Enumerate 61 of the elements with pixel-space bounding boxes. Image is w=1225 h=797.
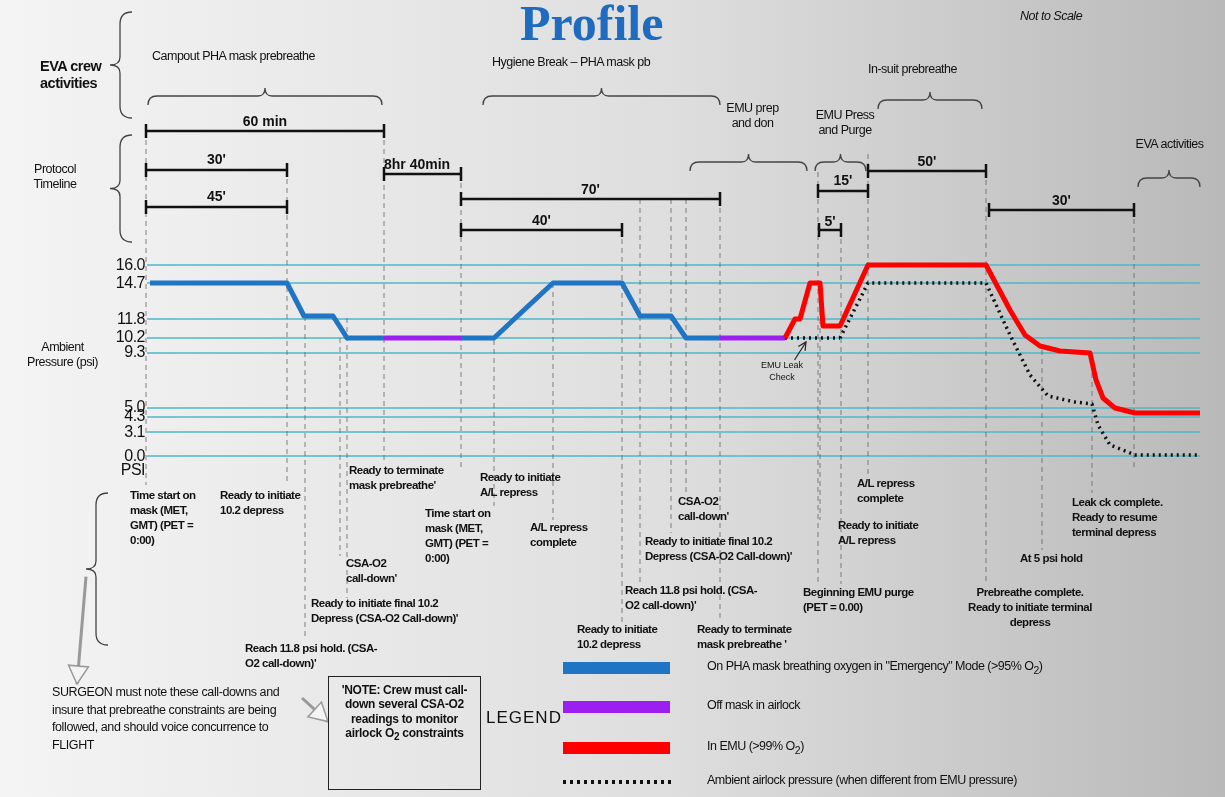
- tick-label: 0.0: [124, 448, 145, 464]
- legend-text: On PHA mask breathing oxygen in "Emergency" Mode (>95% O$_{2}$): [707, 659, 1043, 677]
- title: Profile: [520, 0, 664, 48]
- callout-text: Ready to initiate final 10.2 Depress (CSA-O2 Call-down)': [311, 596, 460, 626]
- callout-text: Beginning EMU purge (PET = 0.00): [803, 585, 915, 615]
- tick-label: 10.2: [114, 329, 145, 345]
- callout-text: A/L repress complete: [530, 520, 589, 550]
- callout-text: At 5 psi hold: [1020, 551, 1083, 566]
- callout-text: Ready to terminate mask prebreathe': [349, 463, 445, 493]
- phase-label: In-suit prebreathe: [868, 62, 957, 77]
- callout-text: CSA-O2 call-down': [346, 556, 398, 586]
- tick-label: 16.0: [114, 257, 145, 273]
- tick-label: 3.1: [123, 424, 145, 440]
- legend-text: Ambient airlock pressure (when different from EMU pressure): [707, 773, 1017, 788]
- duration-label: 30': [206, 151, 227, 168]
- callout-text: Ready to terminate mask prebreathe ': [697, 622, 793, 652]
- callout-text: Ready to initiate A/L repress: [480, 470, 562, 500]
- callout-text: Reach 11.8 psi hold. (CSA-O2 call-down)': [625, 583, 759, 613]
- callout-text: Leak ck complete. Ready to resume terminal depress: [1072, 495, 1164, 540]
- section-title: EVA crew activities: [40, 58, 103, 93]
- legend-text: In EMU (>99% O$_{2}$): [707, 739, 804, 757]
- phase-label: EMU prep and don: [725, 101, 780, 131]
- note-text: Not to Scale: [1020, 9, 1083, 24]
- legend-title: LEGEND: [486, 708, 562, 729]
- phase-label: EVA activities: [1134, 137, 1205, 152]
- legend-text: Off mask in airlock: [707, 698, 801, 713]
- callout-text: A/L repress complete: [857, 476, 916, 506]
- duration-label: 30': [1051, 192, 1072, 209]
- curly-brace: [85, 492, 109, 646]
- duration-label: 50': [916, 153, 938, 170]
- callout-text: Reach 11.8 psi hold. (CSA-O2 call-down)': [245, 641, 379, 671]
- callout-text: Time start on mask (MET, GMT) (PET = 0:00): [130, 488, 197, 548]
- hollow-arrow: [301, 696, 329, 723]
- callout-text: Ready to initiate A/L repress: [838, 518, 920, 548]
- tick-label: 9.3: [123, 344, 145, 360]
- callout-text: CSA-O2 call-down': [678, 494, 730, 524]
- callout-text: Ready to initiate final 10.2 Depress (CSA-O2 Call-down)': [645, 534, 794, 564]
- duration-label: 8hr 40min: [384, 156, 451, 173]
- callout-text: Time start on mask (MET, GMT) (PET = 0:00): [425, 506, 492, 566]
- note-text: SURGEON must note these call-downs and insure that prebreathe constraints are being followed, and should voice concurrence to FLIGHT: [52, 684, 302, 754]
- duration-label: 70': [580, 181, 601, 198]
- tick-label: 14.7: [114, 275, 145, 291]
- callout-text: Ready to initiate 10.2 depress: [220, 488, 302, 518]
- duration-label: 60 min: [241, 113, 289, 130]
- hollow-arrow: [67, 576, 90, 685]
- axis-title: Ambient Pressure (psi): [26, 340, 99, 370]
- tick-label: PSI: [119, 462, 145, 478]
- duration-label: 45': [206, 188, 227, 205]
- callout-text: Prebreathe complete. Ready to initiate terminal depress: [967, 585, 1093, 630]
- duration-label: 5': [823, 213, 837, 230]
- callout-text: Ready to initiate 10.2 depress: [577, 622, 659, 652]
- phase-label: Campout PHA mask prebreathe: [152, 49, 315, 64]
- duration-label: 15': [832, 172, 854, 189]
- tick-label: 11.8: [116, 311, 145, 327]
- section-title: Protocol Timeline: [32, 162, 78, 192]
- arrow: [793, 341, 807, 361]
- leak-check-label: EMU Leak Check: [757, 360, 807, 384]
- note-box: 'NOTE: Crew must call-down several CSA-O2 readings to monitor airlock O$_{2}$ constraints: [328, 676, 481, 790]
- phase-label: Hygiene Break – PHA mask pb: [492, 55, 651, 70]
- phase-label: EMU Press and Purge: [814, 108, 876, 138]
- duration-label: 40': [531, 212, 552, 229]
